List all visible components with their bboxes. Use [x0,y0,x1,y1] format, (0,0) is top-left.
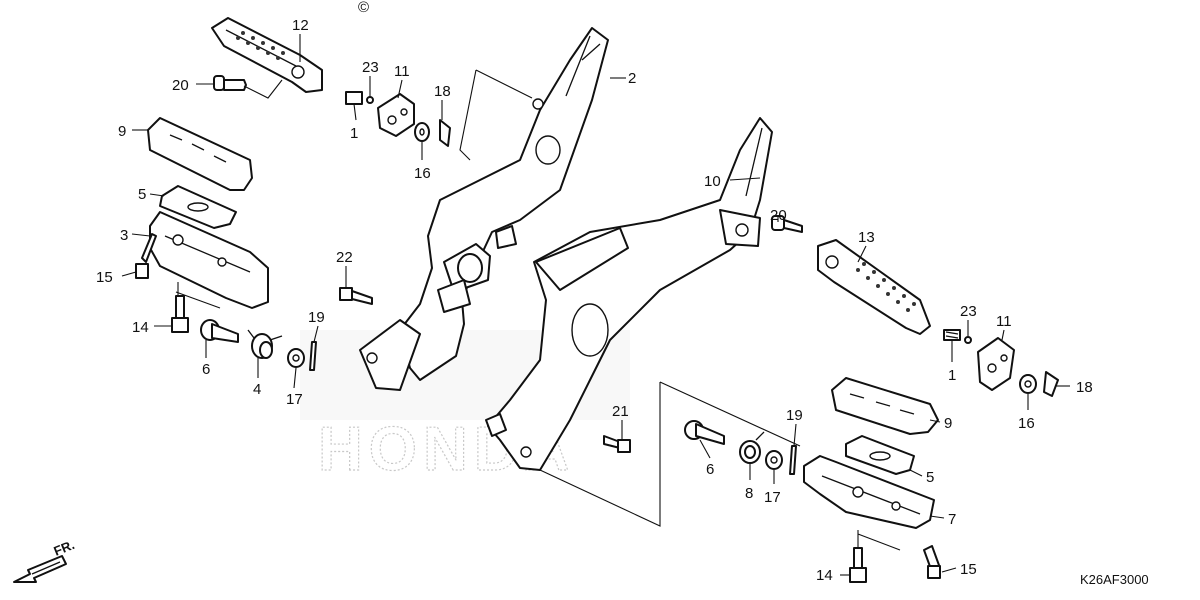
part-washer-left [414,122,430,142]
callout-18-left: 18 [434,83,451,100]
callout-23-right: 23 [960,303,977,320]
callout-16-left: 16 [414,165,431,182]
callout-19-left: 19 [308,309,325,326]
callout-10: 10 [704,173,721,190]
callout-leaders [121,34,1070,576]
part-plate-5-right [845,435,915,475]
part-footpeg-rubber-left [147,117,253,191]
callout-20-left: 20 [172,77,189,94]
part-washer-17-right [765,450,783,470]
callout-5-left: 5 [138,186,146,203]
callout-1-left: 1 [350,125,358,142]
part-pin-right [771,215,803,233]
callout-8: 8 [745,485,753,502]
callout-16-right: 16 [1018,415,1035,432]
part-bolt-15-right [923,545,941,579]
part-return-spring [247,329,283,359]
copyright-mark: © [358,0,369,16]
direction-label: FR. [52,537,77,559]
callout-19-right: 19 [786,407,803,424]
part-rider-footpeg-left [211,17,323,93]
callout-18-right: 18 [1076,379,1093,396]
callout-11-right: 11 [996,313,1012,330]
part-spring-right [943,329,961,341]
part-bolt-14-left [171,295,189,333]
callout-15-left: 15 [96,269,113,286]
callout-14-left: 14 [132,319,149,336]
callout-13: 13 [858,229,875,246]
part-step-holder-left [149,211,269,309]
part-pin-19-left [309,341,317,371]
part-plate-5-left [159,185,237,229]
part-spring-8 [739,431,765,464]
part-bolt-15-left [135,233,157,279]
part-pin-6-left [200,319,239,343]
callout-14-right: 14 [816,567,833,584]
part-step-bracket-left [359,27,609,391]
callout-6-right: 6 [706,461,714,478]
callout-5-right: 5 [926,469,934,486]
part-cotter-pin-right [1043,371,1059,397]
part-ball-left [366,96,374,104]
part-plate-left [377,93,415,137]
part-cotter-pin-left [439,119,451,147]
part-washer-right [1019,374,1037,394]
front-direction-arrow: FR. [13,537,77,583]
part-bolt-21 [603,435,631,453]
part-rider-footpeg-right [817,239,931,335]
part-step-bracket-right [485,117,773,471]
callout-22: 22 [336,249,353,266]
callout-15-right: 15 [960,561,977,578]
callout-21: 21 [612,403,629,420]
part-spring-left [345,91,363,105]
callout-9-right: 9 [944,415,952,432]
callout-23-left: 23 [362,59,379,76]
callout-11-left: 11 [394,63,410,80]
callout-3: 3 [120,227,128,244]
part-pin-19-right [789,445,797,475]
callout-4: 4 [253,381,261,398]
part-pin-left [213,75,247,91]
part-ball-right [964,336,972,344]
callout-20-right: 20 [770,207,787,224]
callout-2: 2 [628,70,636,87]
callout-17-left: 17 [286,391,303,408]
part-step-holder-right [803,455,935,529]
part-footpeg-rubber-right [831,377,939,435]
part-washer-17-left [287,348,305,368]
callout-labels: 12 20 23 11 18 2 9 1 16 5 3 15 22 14 19 … [96,17,1093,584]
callout-12: 12 [292,17,309,34]
drawing-code: K26AF3000 [1080,572,1149,587]
callout-9-left: 9 [118,123,126,140]
callout-6-left: 6 [202,361,210,378]
part-bolt-14-right [849,547,867,583]
part-pin-6-right [684,420,725,445]
part-bolt-22 [339,287,373,305]
part-plate-right [977,337,1015,391]
callout-17-right: 17 [764,489,781,506]
callout-1-right: 1 [948,367,956,384]
callout-7: 7 [948,511,956,528]
